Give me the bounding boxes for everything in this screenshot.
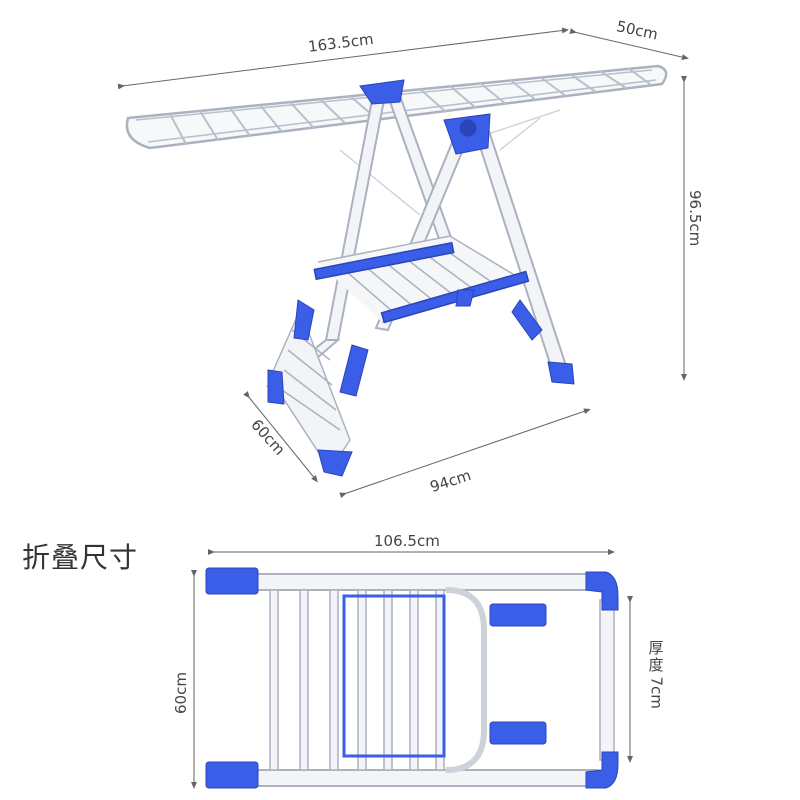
blue-inner-frame <box>342 594 446 758</box>
dim-folded-width: 60cm <box>172 672 190 714</box>
thickness-label: 厚度 <box>648 639 664 674</box>
clip-top <box>489 603 547 627</box>
dim-height: 96.5cm <box>686 190 704 246</box>
dim-base-depth: 60cm <box>247 416 288 459</box>
end-cap-bottom-left <box>205 761 259 789</box>
dim-folded-length: 106.5cm <box>374 532 440 550</box>
end-cap-top-left <box>205 567 259 595</box>
thickness-value: 7cm <box>647 676 666 709</box>
end-cap-bottom-right <box>585 751 619 789</box>
foot-back-left <box>267 369 285 405</box>
folded-size-title: 折叠尺寸 <box>22 541 139 574</box>
foot-back-right <box>455 289 475 307</box>
folded-rack: 106.5cm 60cm <box>172 532 633 789</box>
end-cap-top-right <box>585 571 619 611</box>
middle-shelf <box>313 235 530 324</box>
dim-width-top: 50cm <box>615 17 660 43</box>
open-rack: 163.5cm 50cm 96.5cm 60cm 94cm <box>117 17 704 499</box>
clip-left <box>293 299 315 341</box>
clip-bottom <box>489 721 547 745</box>
dim-folded-thickness: 厚度 7cm <box>646 639 666 709</box>
dim-length-open: 163.5cm <box>307 30 375 56</box>
clip-right <box>339 344 369 397</box>
foot-front-left <box>317 449 353 477</box>
dim-base-length: 94cm <box>428 466 473 496</box>
foot-front-right <box>547 361 575 385</box>
